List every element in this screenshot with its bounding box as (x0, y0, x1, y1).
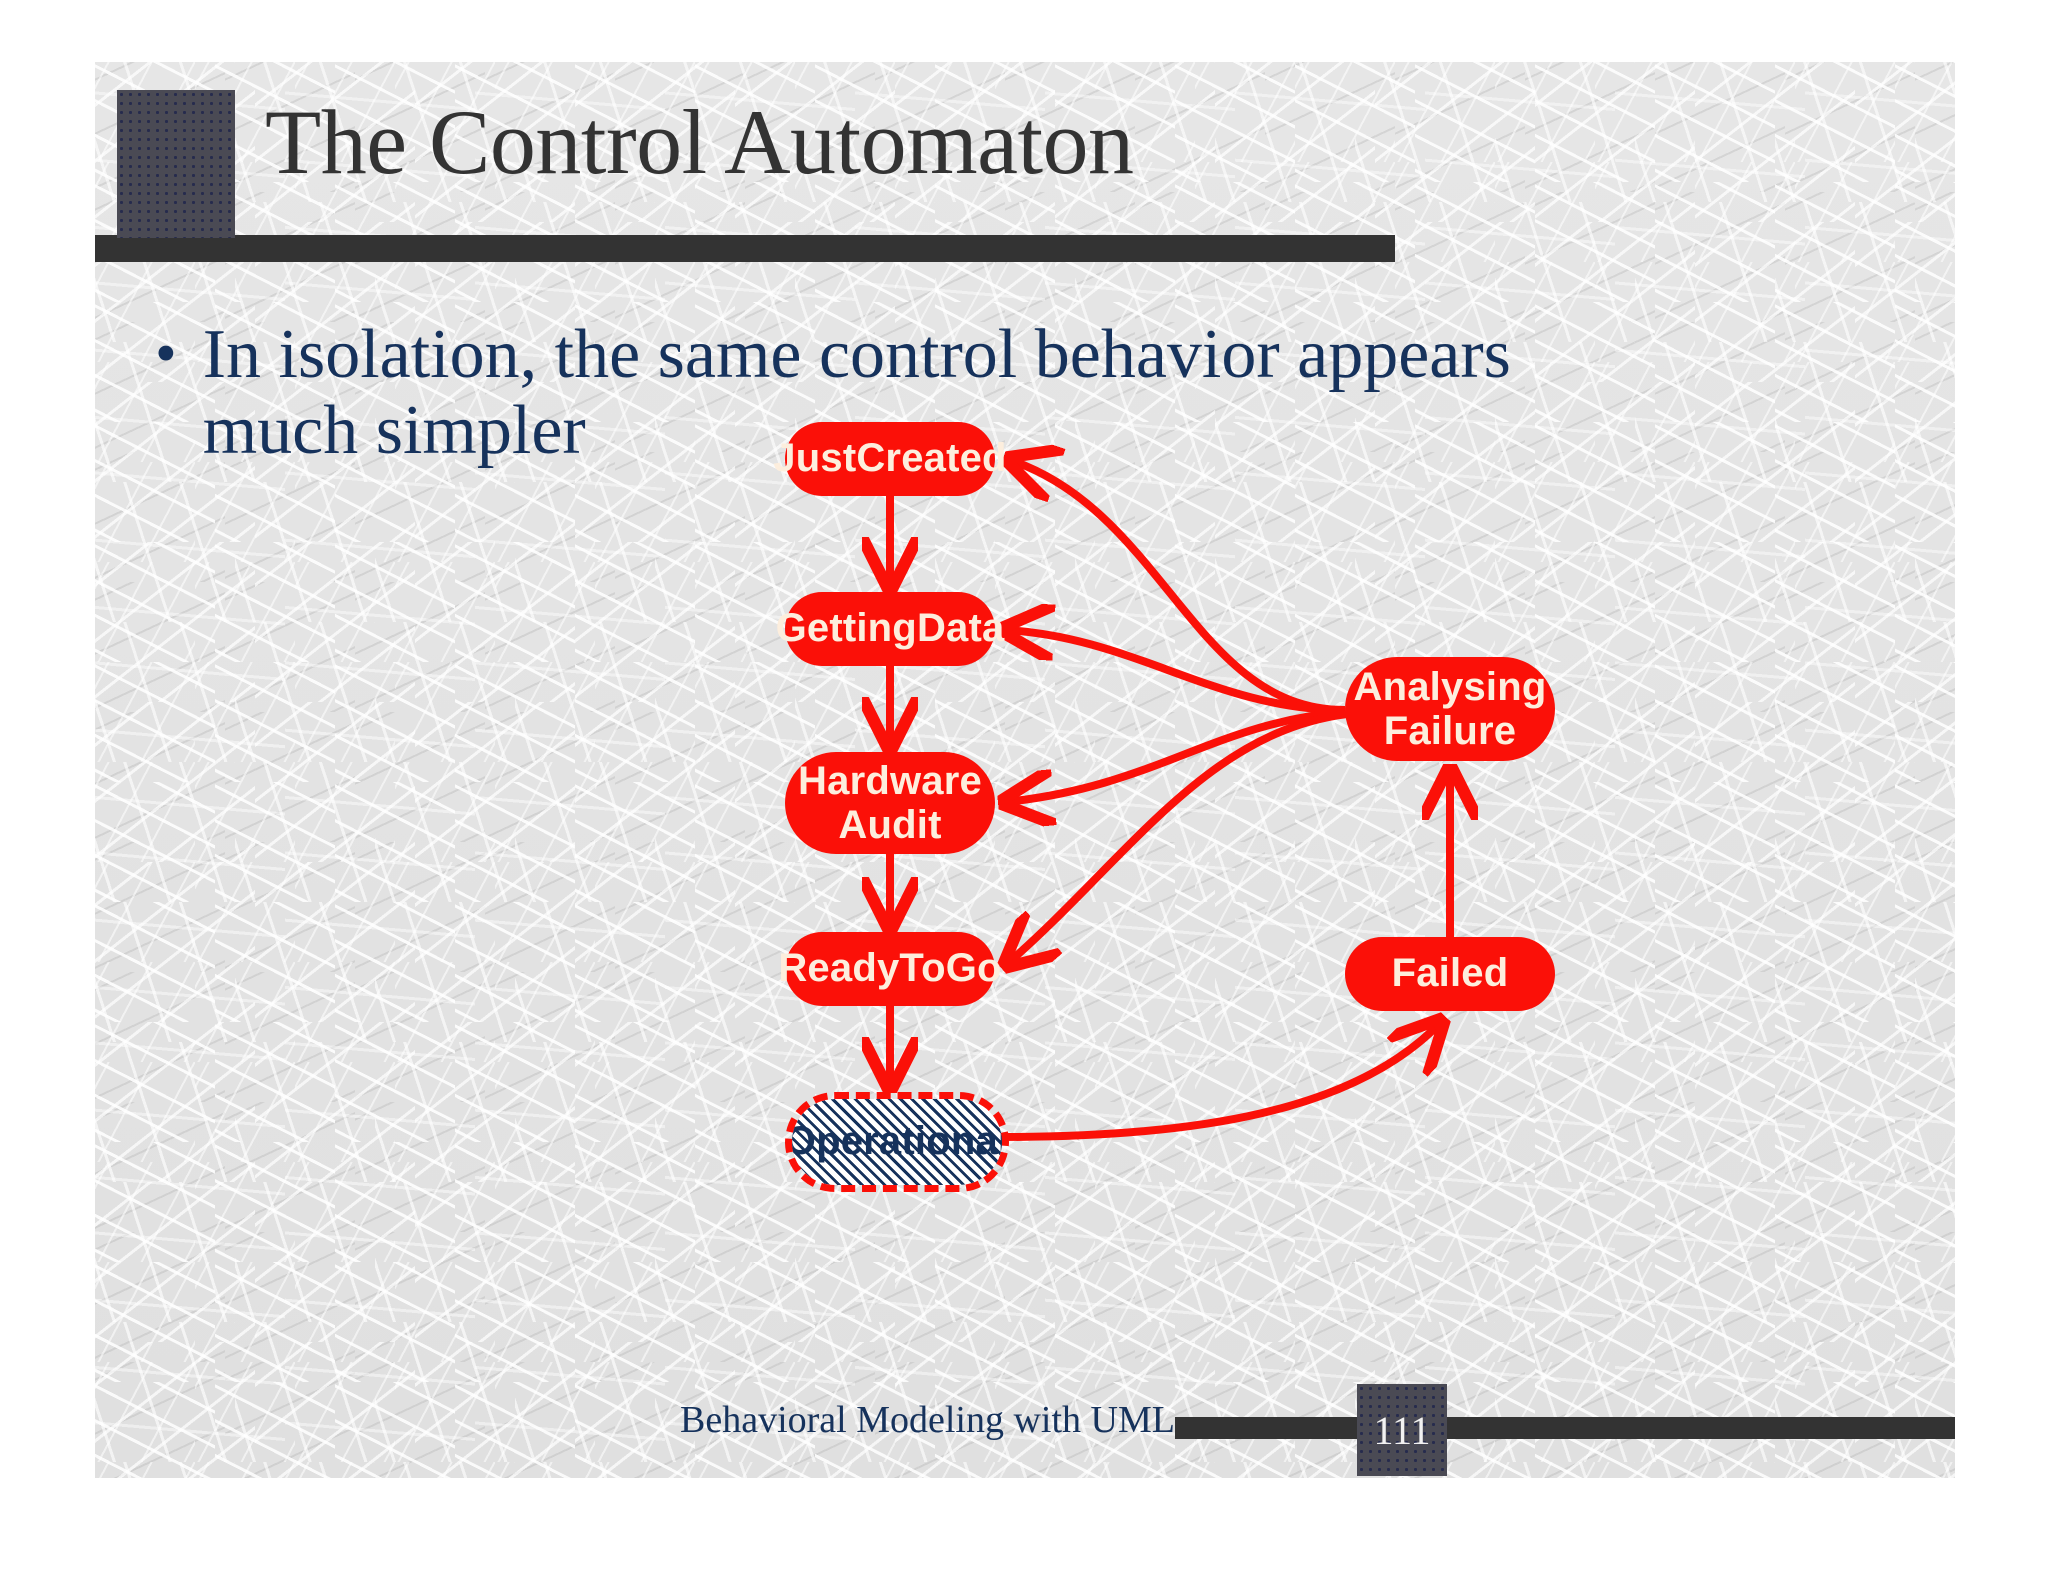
state-node-label: Operational (785, 1119, 1009, 1164)
edge-analysingfailure-gettingdata (1005, 630, 1346, 714)
header-accent-square (117, 90, 235, 238)
state-node-readytogo[interactable]: ReadyToGo (778, 932, 1001, 1006)
page-number: 111 (1373, 1407, 1431, 1453)
slide-canvas: The Control Automaton • In isolation, th… (95, 62, 1955, 1478)
bullet-marker: • (155, 320, 177, 388)
state-node-failed[interactable]: Failed (1345, 937, 1555, 1011)
page-number-badge: 111 (1357, 1384, 1447, 1476)
edge-analysingfailure-hardwareaudit (1005, 708, 1346, 802)
footer-title: Behavioral Modeling with UML (680, 1399, 1175, 1441)
slide-header: The Control Automaton (95, 62, 1955, 1478)
state-node-label: Failed (1391, 951, 1509, 996)
footer-rule (1175, 1417, 1955, 1439)
edge-operational-failed (999, 1022, 1441, 1141)
state-node-label: ReadyToGo (778, 946, 1002, 991)
hatch-fill (792, 1099, 1002, 1185)
edge-analysingfailure-justcreated (1010, 460, 1346, 714)
page-title: The Control Automaton (265, 91, 1134, 193)
edge-analysingfailure-readytogo (1007, 710, 1348, 964)
state-node-label: JustCreated (773, 436, 1007, 481)
state-node-operational[interactable]: Operational (785, 1092, 1009, 1192)
state-node-justcreated[interactable]: JustCreated (773, 422, 1007, 496)
slide-footer: Behavioral Modeling with UML 111 (95, 62, 1955, 1478)
diagram-edges (95, 392, 1955, 1141)
state-node-label: GettingData (775, 606, 1005, 651)
header-rule (95, 235, 1395, 262)
bullet-text: In isolation, the same control behavior … (202, 316, 1511, 469)
bullet-item: • In isolation, the same control behavio… (155, 317, 1575, 468)
state-node-gettingdata[interactable]: GettingData (776, 592, 1004, 666)
